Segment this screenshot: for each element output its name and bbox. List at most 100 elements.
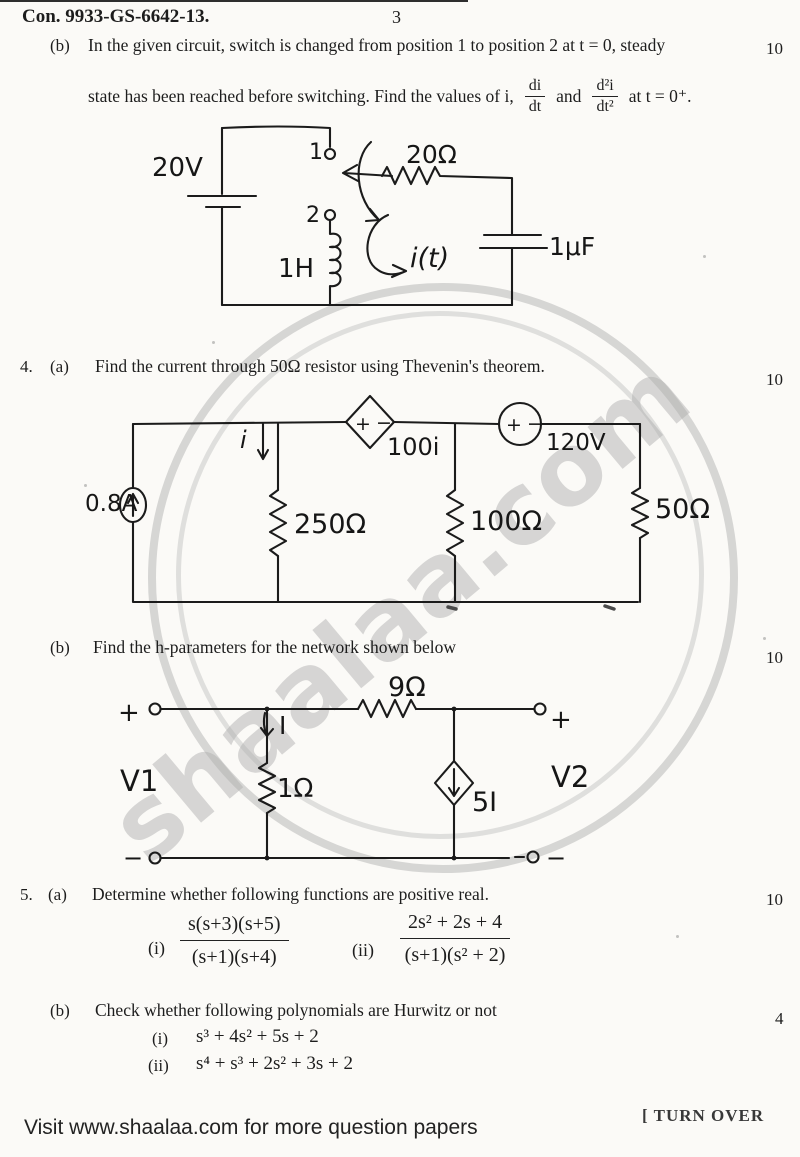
q5b-label: (b) [50,1001,70,1020]
q5a-func1-numerator: s(s+3)(s+5) [180,912,289,941]
minus-sign: − [527,413,543,435]
current-source-arrow-icon [126,492,140,518]
scan-speck [676,935,679,938]
exam-code: Con. 9933-GS-6642-13. [22,6,210,27]
battery-icon [186,194,258,209]
q3b-conjunction: and [556,85,582,106]
frac1-denominator: dt [528,97,542,115]
junction-dot [264,855,270,861]
port1-top-terminal-icon [148,702,162,716]
circuit3-diagram: 9Ω + + V1 V2 I 1Ω 5I − − [118,672,589,872]
plus-sign: + [355,413,371,435]
port2-voltage-label: V2 [551,760,589,794]
turn-over-label: [ TURN OVER [642,1106,765,1125]
switch-arrow-icon [341,163,394,183]
switch-contact-2-icon [323,208,337,222]
loop-current-arrow-icon [366,213,408,279]
switch-pos1-label: 1 [309,140,323,165]
q5b-polynomial-2: s⁴ + s³ + 2s² + 3s + 2 [196,1053,353,1074]
switch-swing-arrow-icon [357,140,381,223]
resistor-50-label: 50Ω [655,494,710,525]
capacitor-label: 1μF [549,232,595,261]
q5a-marks: 10 [766,890,783,909]
battery-label: 20V [152,153,203,183]
q4a-text: Find the current through 50Ω resistor us… [95,356,545,376]
watermark-circle-outer [148,283,738,873]
page-number: 3 [392,7,401,27]
voltage-source-icon [497,401,543,447]
wire [220,125,332,149]
q5a-item1-label: (i) [148,938,165,958]
q5a-func2-denominator: (s+1)(s² + 2) [404,944,506,966]
voltage-source-label: 120V [546,430,606,456]
port1-bottom-terminal-icon [148,851,162,865]
frac2-numerator: d²i [592,77,618,97]
capacitor-icon [478,231,549,307]
watermark-circle-inner [176,311,704,839]
q5a-func2-numerator: 2s² + 2s + 4 [400,910,511,939]
resistor-100-label: 100Ω [470,506,542,537]
port1-minus-sign: − [123,844,143,872]
q3b-line1: In the given circuit, switch is changed … [88,35,666,55]
dependent-source-icon [344,394,396,450]
scan-speck [763,637,766,640]
inductor-label: 1H [278,254,314,284]
q3b-line2-text: state has been reached before switching.… [88,85,514,106]
wire [131,420,642,426]
circuit2-diagram: 0.8A i 250Ω + − 100i 100Ω + − 120V 50Ω [85,394,710,611]
port1-voltage-label: V1 [120,764,158,798]
resistor-9-label: 9Ω [388,672,426,703]
q3b-label: (b) [50,36,70,55]
dependent-source-arrow-icon [447,767,461,798]
port2-top-terminal-icon [533,702,547,716]
q3b-line2-end: at t = 0⁺. [628,85,692,106]
scan-edge-artifact [0,0,468,2]
dependent-source-label: 5I [472,787,497,818]
frac1-numerator: di [524,77,546,97]
resistor-9-icon [356,698,418,719]
resistor-50-icon [630,486,650,540]
dependent-source-icon [433,759,475,807]
loop-current-label: i(t) [410,243,449,274]
q5b-polynomial-1: s³ + 4s² + 5s + 2 [196,1026,319,1047]
junction-dot [264,706,270,712]
minus-sign: − [376,412,392,434]
scan-speck [84,484,87,487]
wire [131,520,640,604]
inductor-icon [328,218,342,307]
q3b-line2: state has been reached before switching.… [88,70,692,122]
q5a-function-1: s(s+3)(s+5) (s+1)(s+4) [180,912,289,970]
circuit1-diagram: 20V 1 2 1H 20Ω 1μF i(t) [152,125,595,307]
switch-contact-1-icon [323,147,337,161]
port1-plus-sign: + [118,698,140,728]
resistor-100-icon [445,488,465,558]
scan-speck [580,42,583,45]
q4a-label: (a) [50,357,69,376]
q5b-text: Check whether following polynomials are … [95,1000,497,1020]
branch-current-arrow-icon [259,711,275,738]
q4b-text: Find the h-parameters for the network sh… [93,637,457,657]
resistor-1-label: 1Ω [277,774,313,804]
scan-speck [212,341,215,344]
resistor-label: 20Ω [406,140,457,169]
branch-current-label: I [279,711,286,740]
ink-smudge [446,604,616,611]
scan-speck [703,255,706,258]
port2-plus-sign: + [550,705,572,735]
branch-current-arrow-icon [256,421,270,461]
footer-promo-text: Visit www.shaalaa.com for more question … [24,1116,478,1139]
q5a-function-2: 2s² + 2s + 4 (s+1)(s² + 2) [400,910,511,968]
dependent-source-label: 100i [387,433,439,461]
q5b-marks: 4 [775,1009,784,1028]
resistor-1-icon [257,761,277,815]
plus-sign: + [506,414,522,436]
switch-pos2-label: 2 [306,203,320,228]
q4b-label: (b) [50,638,70,657]
port2-minus-sign: − [546,844,566,872]
resistor-250-label: 250Ω [294,509,366,540]
q5a-func1-denominator: (s+1)(s+4) [191,946,277,968]
q3b-marks: 10 [766,39,783,58]
